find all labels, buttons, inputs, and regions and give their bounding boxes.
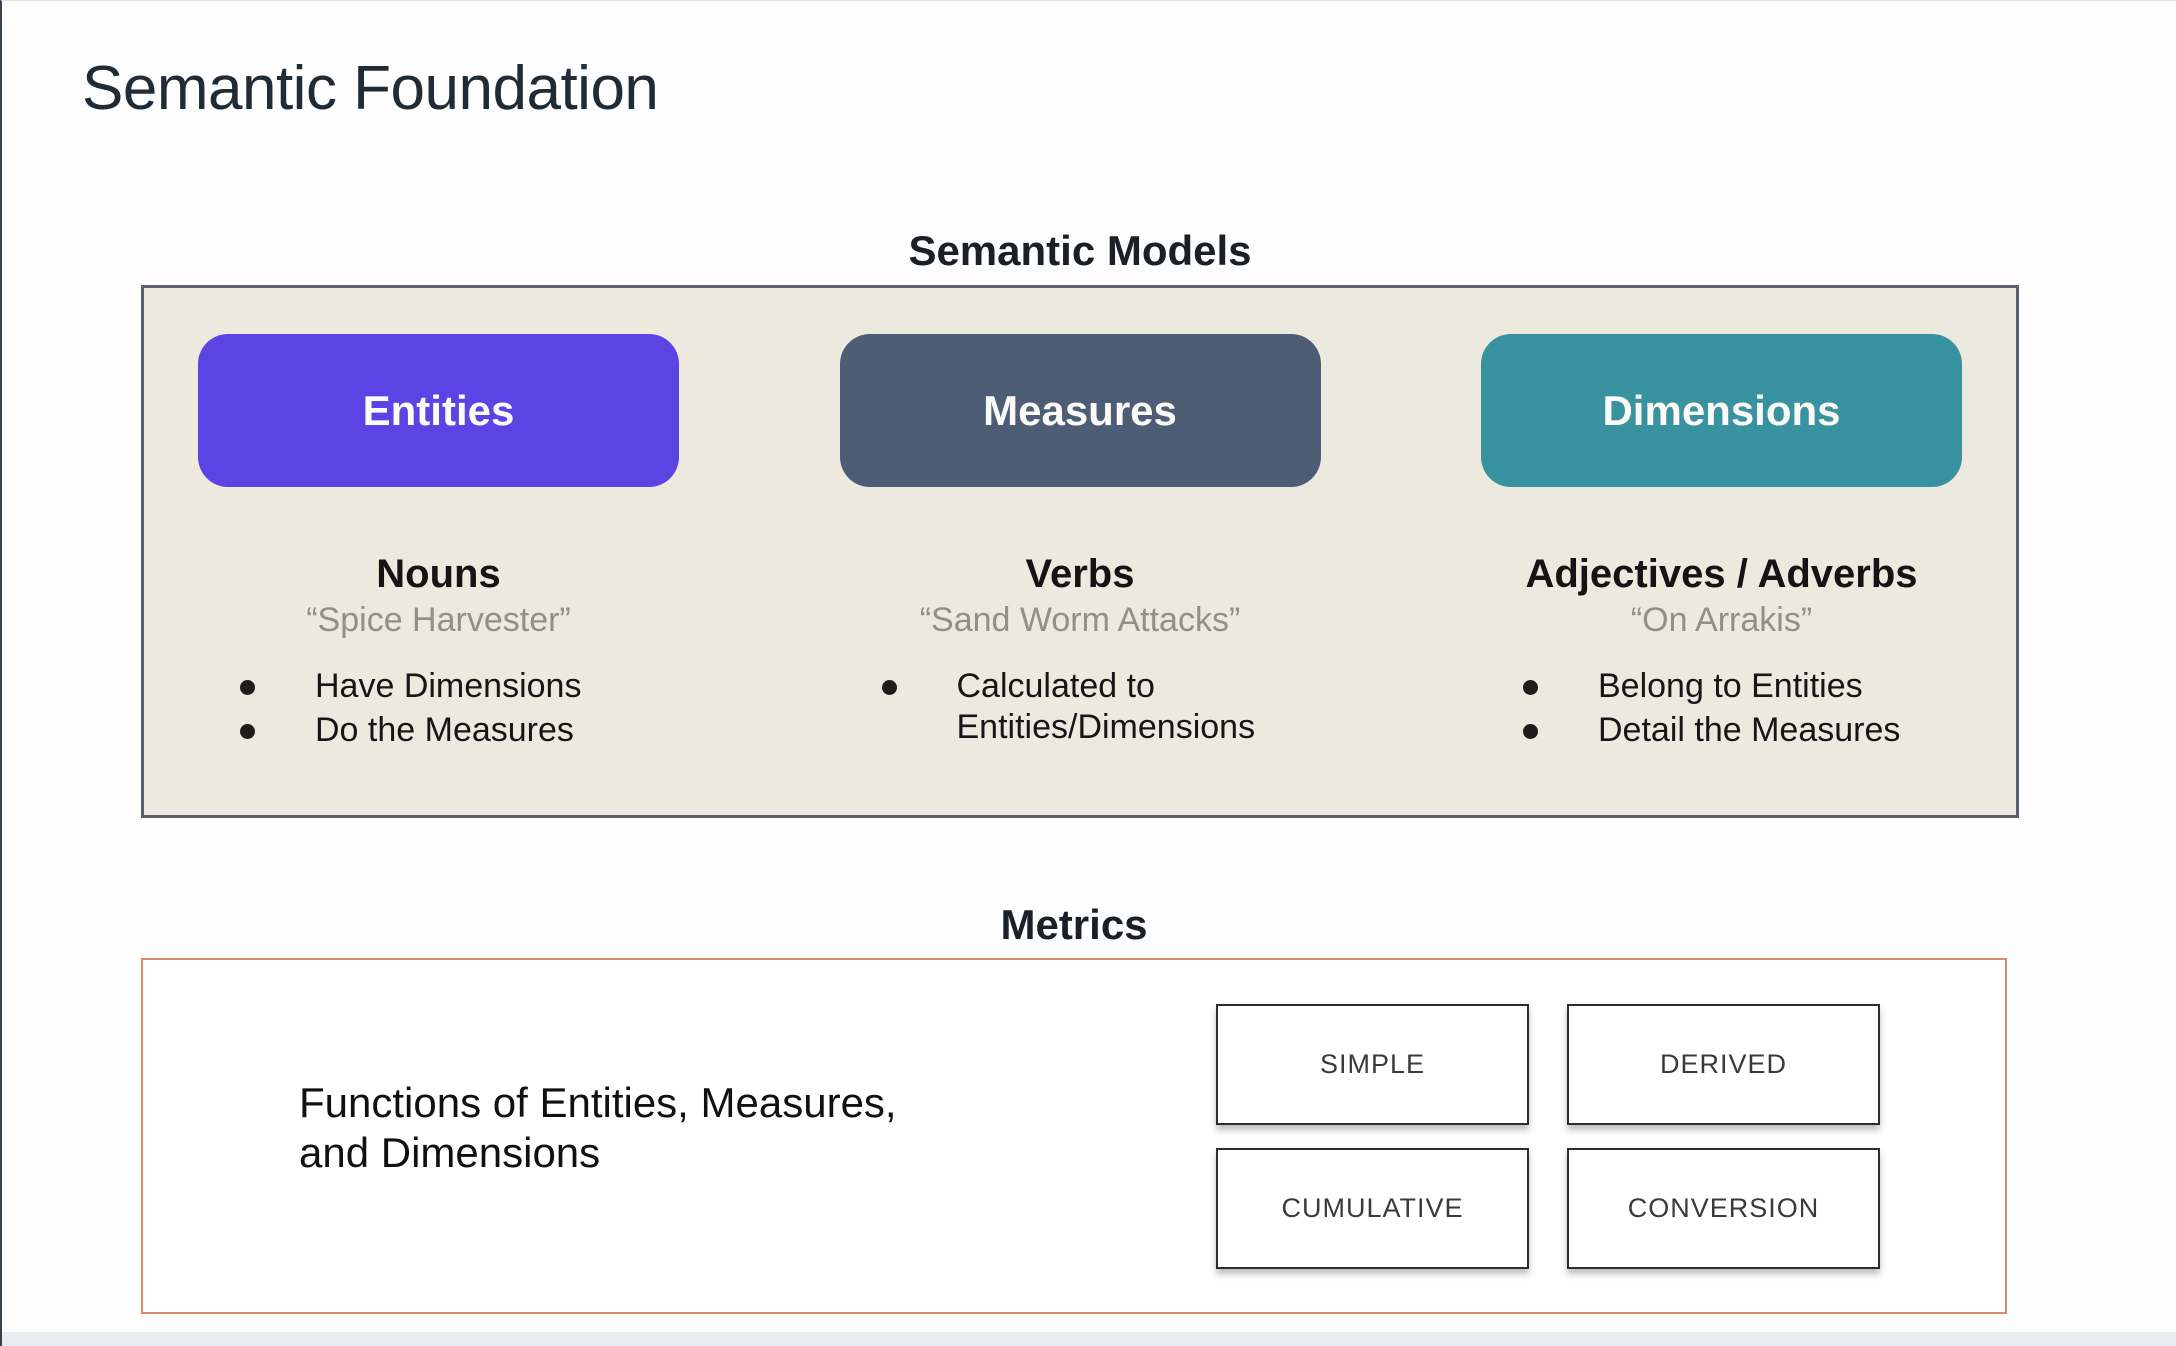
list-item: Calculated to Entities/Dimensions (881, 666, 1321, 749)
list-item: Belong to Entities (1523, 666, 1962, 707)
dimensions-bullet-list: Belong to Entities Detail the Measures (1481, 666, 1962, 752)
semantic-models-heading: Semantic Models (908, 227, 1252, 274)
bullet-dot-icon (1523, 680, 1538, 695)
measures-example-quote: “Sand Worm Attacks” (919, 601, 1241, 639)
bullet-text: Do the Measures (315, 711, 574, 750)
dimensions-example-quote: “On Arrakis” (1630, 601, 1813, 639)
bullet-text: Calculated to Entities/Dimensions (956, 667, 1256, 747)
semantic-models-panel: Entities Nouns “Spice Harvester” Have Di… (141, 285, 2019, 818)
dimensions-button: Dimensions (1481, 334, 1962, 487)
measures-bullet-list: Calculated to Entities/Dimensions (840, 666, 1321, 749)
entities-button: Entities (198, 334, 679, 487)
bottom-edge-strip (2, 1332, 2176, 1346)
entities-example-quote: “Spice Harvester” (306, 601, 571, 639)
list-item: Have Dimensions (240, 666, 679, 707)
bullet-dot-icon (240, 680, 255, 695)
metric-type-box-cumulative: CUMULATIVE (1216, 1148, 1529, 1269)
dimensions-role-heading: Adjectives / Adverbs (1525, 552, 1918, 596)
bullet-text: Have Dimensions (315, 667, 582, 705)
bullet-dot-icon (240, 724, 255, 740)
bullet-dot-icon (1523, 724, 1538, 740)
page-title: Semantic Foundation (82, 54, 659, 123)
entities-column: Entities Nouns “Spice Harvester” Have Di… (198, 334, 679, 815)
dimensions-column: Dimensions Adjectives / Adverbs “On Arra… (1481, 334, 1962, 815)
bullet-dot-icon (881, 680, 897, 695)
metrics-heading: Metrics (1000, 901, 1148, 948)
metrics-panel: Functions of Entities, Measures, and Dim… (141, 958, 2007, 1314)
bullet-text: Belong to Entities (1598, 667, 1863, 705)
list-item: Do the Measures (240, 710, 679, 751)
list-item: Detail the Measures (1523, 710, 1962, 751)
bullet-text: Detail the Measures (1598, 711, 1901, 750)
metric-types-grid: SIMPLE DERIVED CUMULATIVE CONVERSION (1216, 1004, 1880, 1269)
entities-bullet-list: Have Dimensions Do the Measures (198, 666, 679, 752)
measures-button: Measures (839, 334, 1321, 487)
measures-column: Measures Verbs “Sand Worm Attacks” Calcu… (839, 334, 1321, 815)
metric-type-box-conversion: CONVERSION (1567, 1148, 1880, 1269)
measures-role-heading: Verbs (1025, 552, 1135, 596)
metrics-description: Functions of Entities, Measures, and Dim… (299, 1079, 897, 1176)
metric-type-box-simple: SIMPLE (1216, 1004, 1529, 1125)
metric-type-box-derived: DERIVED (1567, 1004, 1880, 1125)
entities-role-heading: Nouns (376, 552, 501, 596)
